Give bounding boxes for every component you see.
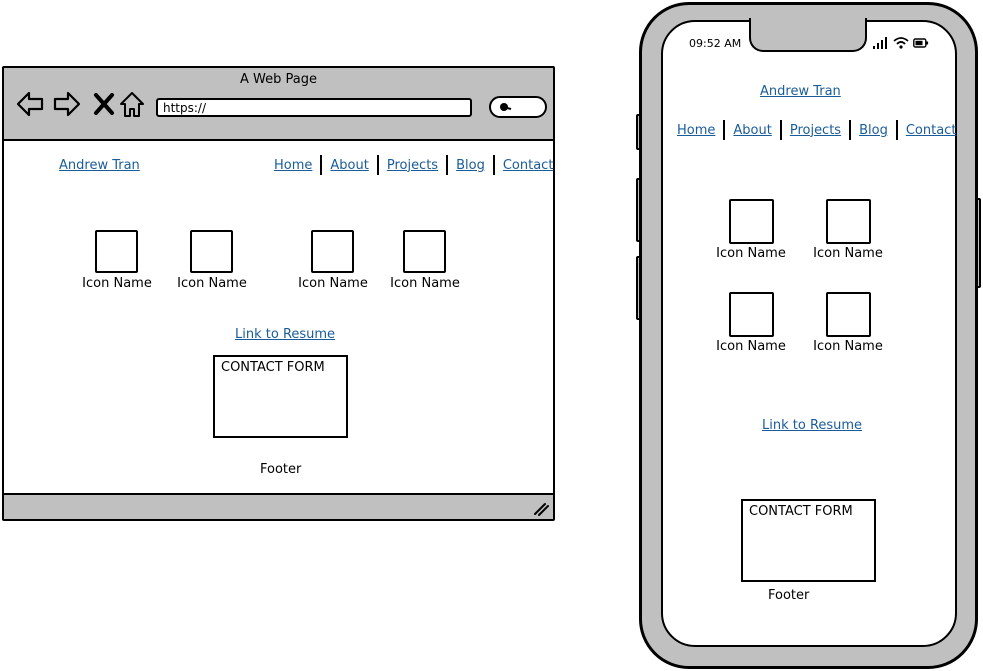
icon-label: Icon Name — [813, 339, 883, 354]
stop-x-icon[interactable] — [90, 90, 118, 118]
nav-blog[interactable]: Blog — [859, 122, 888, 138]
main-nav: Home About Projects Blog Contact — [274, 155, 553, 175]
project-icon-placeholder[interactable] — [729, 292, 774, 337]
mobile-nav: Home About Projects Blog Contact — [677, 120, 956, 140]
project-icon-placeholder[interactable] — [190, 230, 233, 273]
nav-divider — [895, 120, 898, 140]
project-icon-placeholder[interactable] — [826, 292, 871, 337]
project-icon-placeholder[interactable] — [403, 230, 446, 273]
nav-divider — [849, 120, 852, 140]
nav-contact[interactable]: Contact — [905, 122, 957, 138]
wifi-icon — [893, 37, 909, 49]
resume-link[interactable]: Link to Resume — [235, 327, 336, 342]
contact-form[interactable]: CONTACT FORM — [741, 499, 876, 582]
phone-notch — [749, 18, 867, 52]
browser-toolbar: A Web Page https:// — [4, 68, 553, 141]
icon-label: Icon Name — [177, 276, 247, 291]
icon-label: Icon Name — [716, 246, 786, 261]
icon-label: Icon Name — [813, 246, 883, 261]
home-icon[interactable] — [118, 90, 146, 118]
resize-grip-icon[interactable] — [533, 502, 549, 516]
nav-divider — [320, 155, 323, 175]
icon-label: Icon Name — [390, 276, 460, 291]
nav-contact[interactable]: Contact — [502, 157, 554, 173]
project-icon-placeholder[interactable] — [95, 230, 138, 273]
nav-home[interactable]: Home — [274, 157, 313, 173]
page-footer: Footer — [768, 588, 810, 603]
address-bar[interactable]: https:// — [156, 98, 472, 117]
nav-about[interactable]: About — [733, 122, 772, 138]
nav-blog[interactable]: Blog — [456, 157, 485, 173]
nav-divider — [376, 155, 379, 175]
browser-window: A Web Page https:// Andrew Tran Home Abo… — [2, 66, 555, 521]
icon-label: Icon Name — [298, 276, 368, 291]
window-title: A Web Page — [240, 72, 317, 87]
icon-label: Icon Name — [82, 276, 152, 291]
site-name-link[interactable]: Andrew Tran — [59, 158, 140, 173]
project-icon-placeholder[interactable] — [826, 199, 871, 244]
battery-icon — [913, 38, 929, 48]
status-time: 09:52 AM — [689, 37, 742, 50]
nav-divider — [779, 120, 782, 140]
cellular-signal-icon — [873, 37, 887, 49]
project-icon-placeholder[interactable] — [311, 230, 354, 273]
nav-about[interactable]: About — [330, 157, 369, 173]
forward-arrow-icon[interactable] — [53, 90, 81, 118]
nav-divider — [723, 120, 726, 140]
nav-projects[interactable]: Projects — [789, 122, 842, 138]
project-icon-placeholder[interactable] — [729, 199, 774, 244]
search-icon — [500, 103, 512, 111]
nav-home[interactable]: Home — [677, 122, 716, 138]
resume-link[interactable]: Link to Resume — [762, 418, 863, 433]
back-arrow-icon[interactable] — [16, 90, 44, 118]
status-bar — [4, 493, 553, 519]
nav-divider — [446, 155, 449, 175]
contact-form[interactable]: CONTACT FORM — [213, 355, 348, 438]
search-field[interactable] — [489, 96, 547, 118]
icon-label: Icon Name — [716, 339, 786, 354]
site-name-link[interactable]: Andrew Tran — [760, 84, 841, 99]
page-footer: Footer — [260, 462, 302, 477]
nav-projects[interactable]: Projects — [386, 157, 439, 173]
nav-divider — [492, 155, 495, 175]
